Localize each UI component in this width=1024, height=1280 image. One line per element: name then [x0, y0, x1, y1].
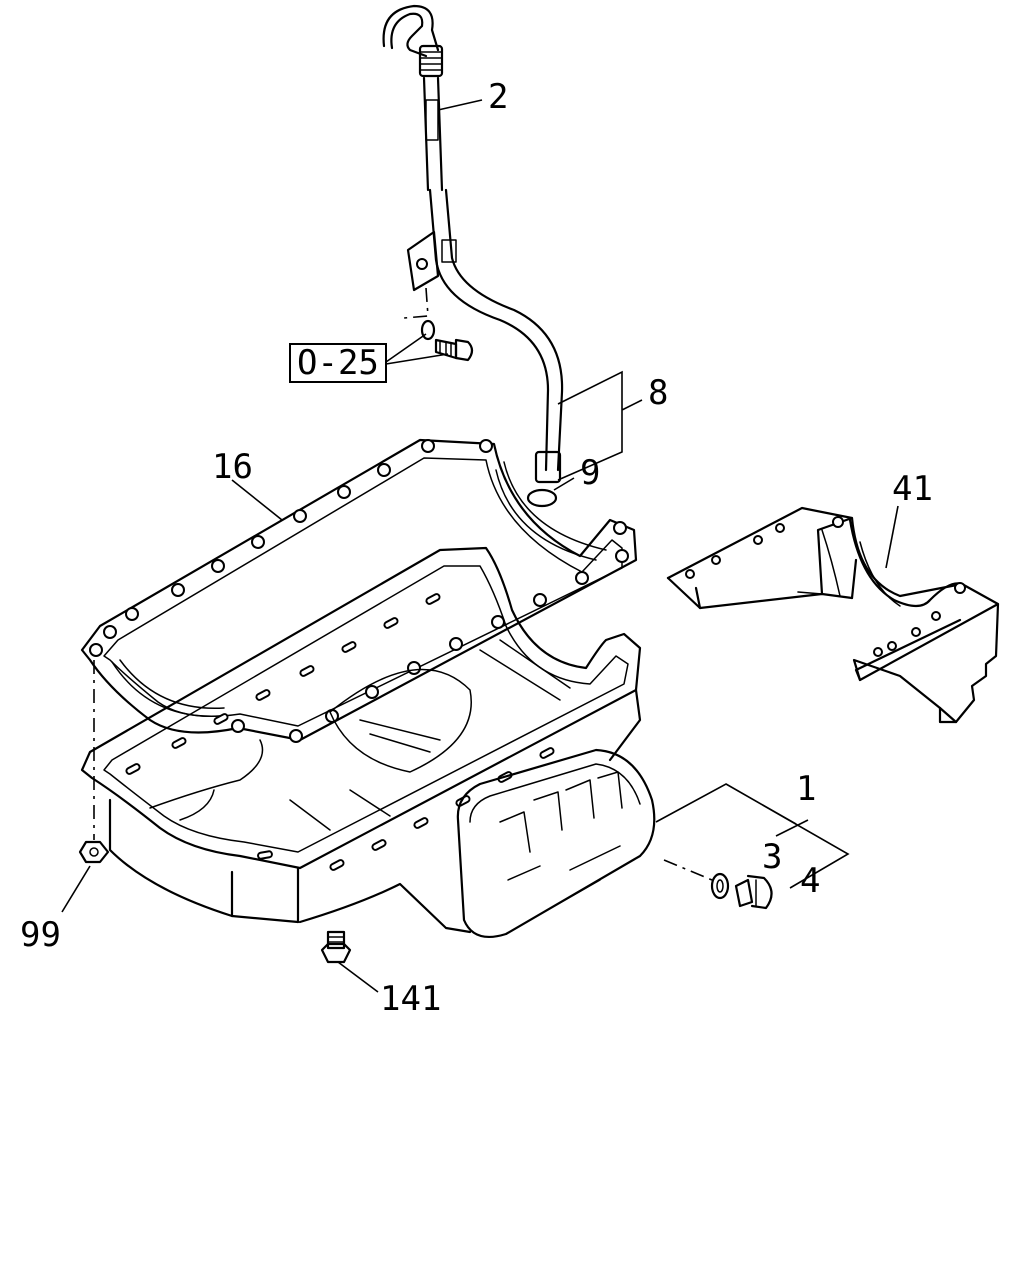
o-ring-part [526, 488, 558, 508]
callout-16: 16 [212, 447, 253, 487]
pan-flange-slots [125, 593, 555, 871]
callout-3: 3 [762, 837, 782, 877]
callout-8: 8 [648, 373, 668, 413]
callout-141: 141 [380, 979, 441, 1019]
stiffener-part-41 [666, 506, 1000, 724]
callout-2: 2 [488, 77, 508, 117]
callout-99: 99 [20, 915, 61, 955]
oil-pan-gasket [80, 438, 638, 743]
dipstick-assembly [382, 4, 564, 484]
oil-pan [80, 546, 656, 938]
callout-1: 1 [796, 769, 816, 809]
reference-box-label: O-25 [297, 343, 379, 383]
reference-box-o25: O-25 [289, 333, 449, 383]
bolt-part-141 [320, 930, 352, 964]
callout-9: 9 [580, 453, 600, 493]
callout-4: 4 [800, 861, 820, 901]
drain-plug-assembly [663, 859, 773, 910]
callout-41: 41 [892, 469, 933, 509]
gasket-bolt-holes [89, 439, 629, 743]
leader-lines [61, 99, 899, 993]
nut-part-99 [78, 660, 110, 864]
